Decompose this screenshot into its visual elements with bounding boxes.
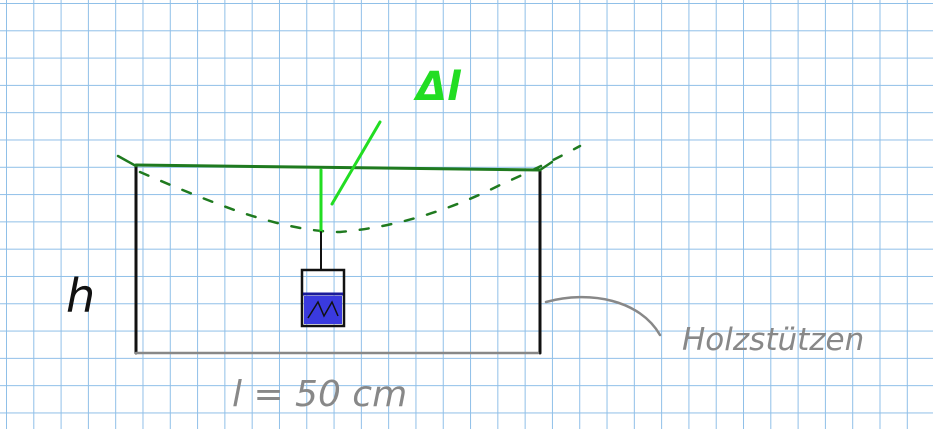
delta-l-pointer (330, 120, 382, 206)
supports-pointer (544, 295, 662, 337)
beam-right-tick (538, 160, 554, 172)
length-label: l = 50 cm (232, 374, 407, 415)
h-label: h (66, 269, 95, 323)
deflected-beam (138, 144, 582, 234)
supports-label: Holzstützen (682, 322, 864, 358)
delta-l-label: Δl (413, 64, 462, 110)
weight (300, 268, 346, 328)
weight-fill (304, 296, 342, 324)
beam (134, 163, 542, 172)
beam-left-tick (116, 154, 138, 168)
